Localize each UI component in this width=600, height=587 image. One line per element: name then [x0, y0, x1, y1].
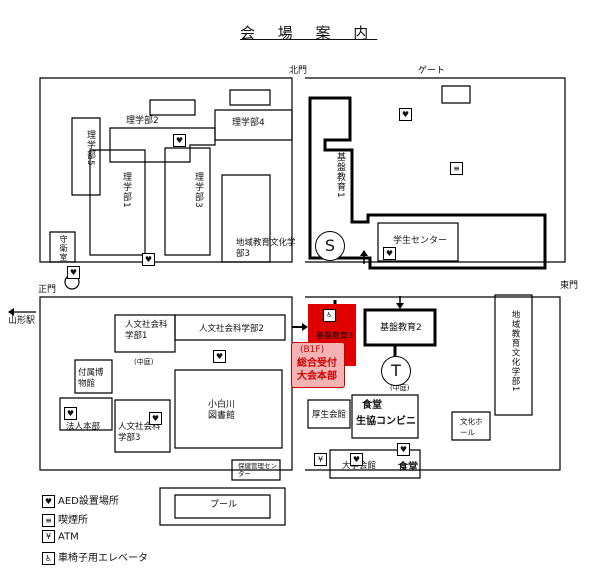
label-kiban3: 基盤教育3	[316, 331, 354, 340]
building-museum	[74, 359, 113, 394]
label-welfare: 厚生会館	[312, 410, 347, 420]
reception-label-box	[291, 342, 345, 388]
heart-icon: ♥	[173, 134, 186, 147]
building-sci1	[89, 149, 146, 256]
building-health	[231, 459, 281, 481]
label-cafeteria: 食堂	[362, 400, 382, 411]
legend-item: ♿車椅子用エレベータ	[42, 549, 148, 565]
heart-icon: ♥	[383, 247, 396, 260]
heart-icon: ♥	[213, 350, 226, 363]
legend-item: ¥ATM	[42, 530, 79, 543]
label-cafeteria2: 食堂	[398, 462, 418, 473]
heart-icon: ♥	[397, 443, 410, 456]
building-guard	[49, 231, 76, 263]
building-sci4	[214, 109, 293, 141]
label-gate: ゲート	[418, 66, 446, 76]
label-station: 山形駅	[8, 316, 36, 326]
wheelchair-icon: ♿	[323, 309, 336, 322]
reception-line1: 総合受付	[297, 358, 337, 369]
building-cafe	[351, 394, 419, 439]
label-sci1: 理学部1	[121, 172, 131, 209]
building-kiban2	[363, 308, 437, 347]
label-health: 保健管理センター	[238, 462, 277, 478]
heart-icon: ♥	[42, 494, 55, 508]
building-chiiki1	[494, 294, 533, 416]
reception-line2: 大会本部	[297, 371, 337, 382]
label-east-gate: 東門	[560, 281, 579, 291]
heart-icon: ♥	[64, 407, 77, 420]
label-jinbun1: 人文社会科学部1	[125, 320, 168, 341]
yen-icon: ¥	[314, 453, 327, 466]
label-student-center: 学生センター	[393, 236, 448, 246]
building-pool	[159, 487, 286, 526]
page-title: 会 場 案 内	[240, 24, 378, 42]
marker-t: T	[381, 356, 411, 386]
label-pool: プール	[210, 500, 238, 510]
label-courtyard-1: (中庭)	[134, 358, 154, 366]
label-library: 小白川図書館	[208, 400, 236, 421]
heart-icon: ♥	[142, 253, 155, 266]
building-sci5	[71, 117, 101, 196]
label-sci3: 理学部3	[193, 172, 203, 209]
label-jinbun2: 人文社会科学部2	[199, 324, 264, 334]
label-coop: 生協コンビニ	[356, 416, 416, 427]
heart-icon: ♥	[149, 412, 162, 425]
marker-s: S	[315, 231, 345, 261]
building-jinbun2	[174, 314, 286, 341]
label-sci4: 理学部4	[232, 118, 265, 128]
heart-icon: ♥	[399, 108, 412, 121]
label-chiiki3: 地域教育文化学部3	[236, 238, 296, 259]
legend-item: ♥AED設置場所	[42, 492, 119, 508]
heart-icon: ♥	[67, 266, 80, 279]
label-guard: 守衛室	[59, 235, 68, 262]
label-sci5: 理学部5	[85, 130, 95, 167]
south-block	[39, 296, 293, 471]
label-kiban2: 基盤教育2	[380, 323, 422, 333]
legend-item: ≡喫煙所	[42, 511, 88, 527]
label-jinbun3: 人文社会科学部3	[118, 422, 161, 443]
smoking-icon: ≡	[42, 513, 55, 527]
building-chiiki3	[221, 174, 271, 263]
label-law: 法人本部	[66, 422, 101, 432]
label-chiiki1: 地域教育文化学部1	[510, 310, 520, 393]
building-law	[59, 397, 113, 431]
label-main-gate: 正門	[38, 285, 57, 295]
heart-icon: ♥	[350, 453, 363, 466]
wheelchair-icon: ♿	[42, 551, 55, 565]
reception-floor: (B1F)	[300, 345, 325, 355]
building-library	[174, 369, 283, 449]
yen-icon: ¥	[42, 530, 55, 543]
building-sci2	[109, 127, 216, 163]
label-culture: 文化ホール	[460, 417, 483, 437]
label-kiban1: 基盤教育1	[335, 152, 345, 199]
building-welfare	[307, 399, 351, 429]
building-hall	[329, 449, 421, 479]
label-sci2: 理学部2	[126, 116, 159, 126]
building-kiban1	[308, 96, 547, 270]
smoking-icon: ≡	[450, 162, 463, 175]
building-jinbun3	[114, 399, 171, 453]
building-student-center	[377, 222, 459, 262]
label-north-gate: 北門	[289, 66, 308, 76]
label-hall: 大学会館	[342, 461, 377, 471]
label-museum: 付属博物館	[78, 368, 104, 389]
north-block	[39, 77, 293, 263]
building-jinbun1	[114, 314, 176, 353]
building-sci3	[164, 147, 211, 256]
building-culture	[451, 411, 491, 441]
label-courtyard-2: (中庭)	[390, 384, 410, 392]
